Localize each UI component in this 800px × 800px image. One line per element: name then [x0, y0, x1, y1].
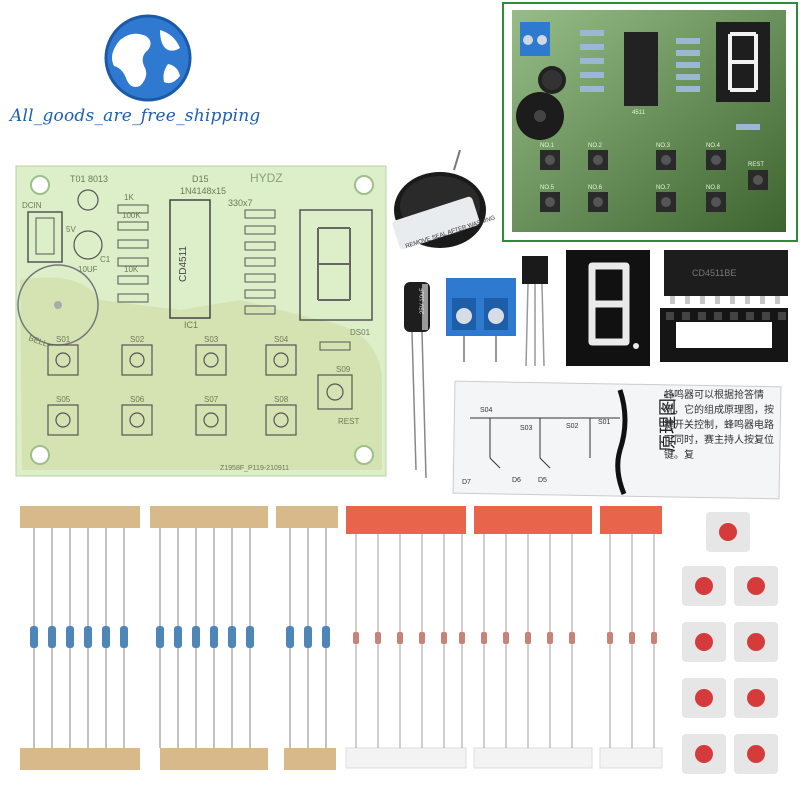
schematic-label: S01	[598, 419, 611, 426]
pcb-cap-ref: C1	[100, 255, 111, 264]
pcb-resistor-1k: 1K	[124, 193, 134, 202]
resistor-strips	[20, 506, 338, 770]
pcb-switch-label: S07	[204, 395, 219, 404]
pcb-switch-label: S01	[56, 335, 71, 344]
schematic-label: S04	[480, 407, 493, 414]
assembled-ic-label: 4511	[632, 110, 646, 116]
pcb-resistor-array: 330x7	[228, 198, 253, 208]
pcb-switch-label: S08	[274, 395, 289, 404]
pcb-switch-label: S02	[130, 335, 145, 344]
assembled-button-label: NO.7	[656, 185, 671, 191]
pcb-dc-input: DCIN	[22, 201, 42, 210]
schematic-paper	[452, 380, 782, 500]
pcb-reset-label: REST	[338, 417, 359, 426]
schematic-label: S03	[520, 425, 533, 432]
transistor-component	[522, 256, 548, 367]
brand-slogan: All_goods_are_free_shipping	[10, 106, 261, 126]
pcb-diode-ref: D15	[192, 174, 209, 184]
pcb-switch-label: S06	[130, 395, 145, 404]
pcb-diode-part: 1N4148x15	[180, 186, 226, 196]
assembled-button-label: NO.8	[706, 185, 721, 191]
assembled-button-label: NO.3	[656, 143, 671, 149]
pcb-cap-value: 10UF	[78, 265, 98, 274]
pcb-board-code: Z1958F_P119-210911	[220, 465, 289, 472]
pcb-resistor-100k: 100K	[122, 211, 141, 220]
pcb-voltage: 5V	[66, 225, 76, 234]
pcb-title: HYDZ	[250, 171, 283, 185]
assembled-reset-label: REST	[748, 162, 764, 168]
pcb-transistor-label: T01 8013	[70, 174, 108, 184]
diode-strips	[345, 506, 663, 769]
pcb-switch-label: S05	[56, 395, 71, 404]
buzzer-component	[392, 149, 486, 250]
assembled-button-label: NO.5	[540, 185, 555, 191]
schematic-label: S02	[566, 423, 579, 430]
schematic-label: D5	[538, 477, 547, 484]
capacitor-marking: 25V 10uF	[420, 288, 426, 314]
terminal-block-component	[446, 278, 516, 362]
assembled-board-photo	[502, 2, 798, 242]
pcb-resistor-10k: 10K	[124, 265, 139, 274]
pcb-ic-ref: IC1	[184, 320, 198, 330]
assembled-button-label: NO.1	[540, 143, 555, 149]
schematic-text: 蜂鸣器可以根据抢答情况，它的组成原理图，按键开关控制，蜂鸣器电路可同时，赛主持人…	[664, 390, 774, 461]
schematic-title: 原理图:	[658, 393, 678, 452]
pcb-switch-label: S04	[274, 335, 289, 344]
assembled-button-label: NO.2	[588, 143, 603, 149]
pcb-switch-label: S09	[336, 365, 351, 374]
pcb-ic-label: CD4511	[178, 246, 189, 282]
seven-segment-display-component	[566, 250, 650, 366]
pcb-display-ref: DS01	[350, 328, 371, 337]
schematic-label: D6	[512, 477, 521, 484]
globe-logo	[104, 14, 192, 102]
tactile-buttons	[682, 512, 778, 774]
pcb-switch-label: S03	[204, 335, 219, 344]
pcb-board	[15, 165, 387, 477]
assembled-button-label: NO.4	[706, 143, 721, 149]
ic-chip-component	[664, 250, 788, 304]
chip-marking: CD4511BE	[692, 268, 736, 278]
ic-socket-component	[660, 308, 788, 362]
assembled-button-label: NO.6	[588, 185, 603, 191]
capacitor-component	[404, 282, 430, 479]
schematic-label: D7	[462, 479, 471, 486]
